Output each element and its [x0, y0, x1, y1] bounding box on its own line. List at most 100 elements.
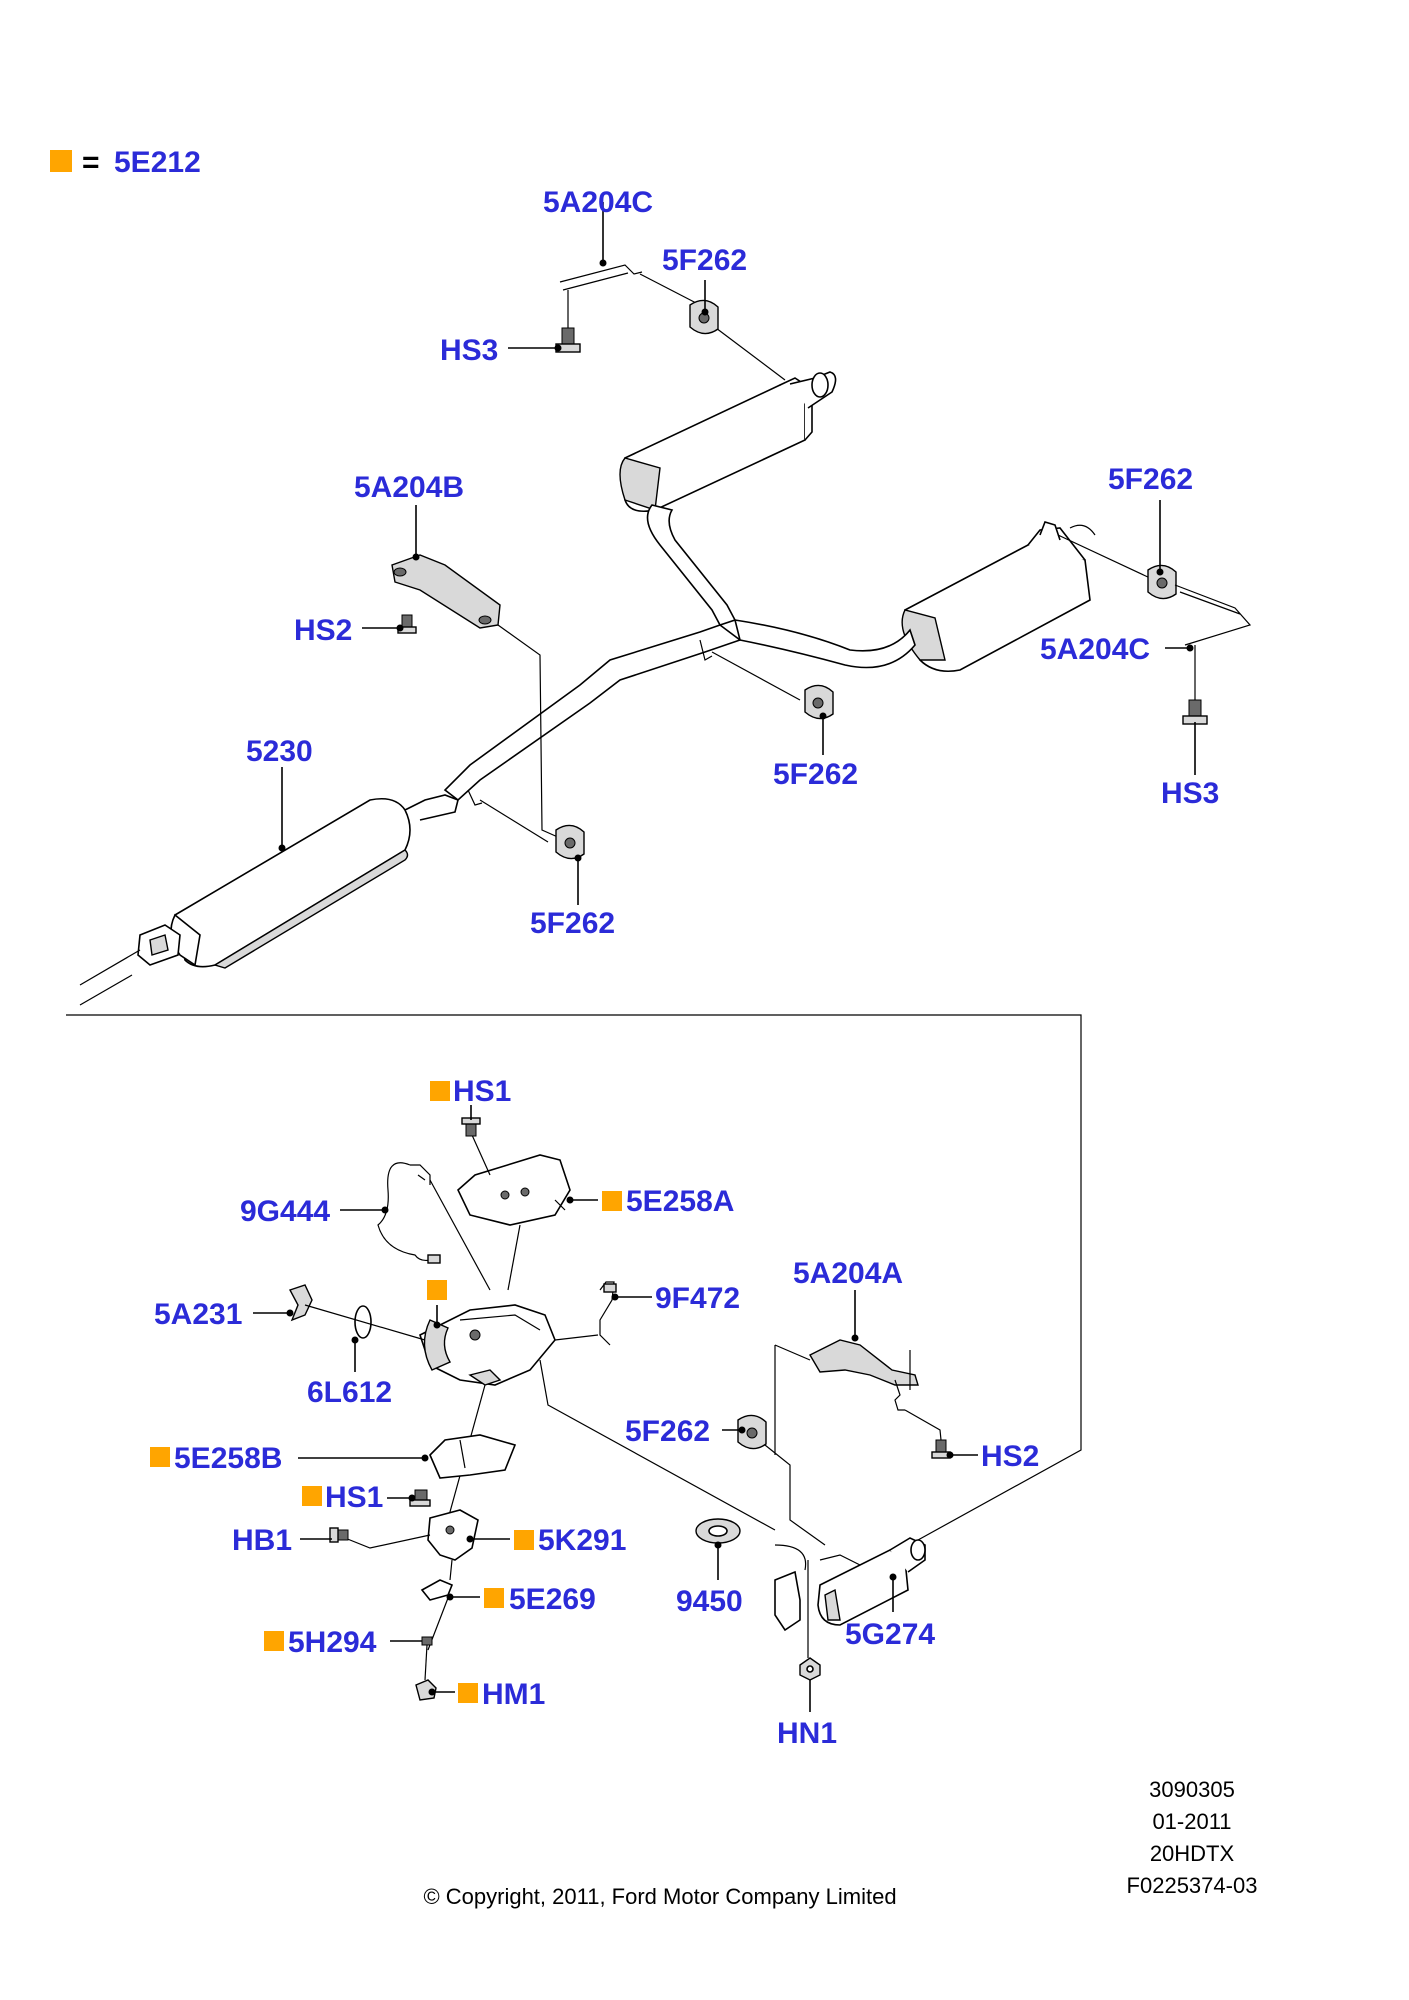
- label-hs3-right[interactable]: HS3: [1161, 777, 1219, 810]
- label-5e258a[interactable]: 5E258A: [626, 1185, 734, 1218]
- leader-shield-to-manifold: [507, 1224, 521, 1291]
- pipe-junction-to-front-muffler: [443, 624, 742, 802]
- stud-5h294: [421, 1636, 433, 1646]
- label-5e269[interactable]: 5E269: [509, 1583, 596, 1616]
- label-hn1[interactable]: HN1: [777, 1717, 837, 1750]
- leader-hanger-rod-to-insulator: [639, 273, 701, 306]
- label-9f472[interactable]: 9F472: [655, 1282, 740, 1315]
- marker-5k291: [514, 1530, 534, 1550]
- label-5f262-center[interactable]: 5F262: [773, 758, 858, 791]
- label-5f262-top[interactable]: 5F262: [662, 244, 747, 277]
- hanger-rod-right: [1174, 584, 1252, 646]
- footer-ref-4: F0225374-03: [1127, 1873, 1258, 1898]
- leader-dot-5f262-right: [1156, 568, 1164, 576]
- marker-hs1-top: [430, 1081, 450, 1101]
- hanger-rod-top: [559, 264, 643, 291]
- bolt-hs3-right: [1182, 699, 1208, 725]
- label-5a204b[interactable]: 5A204B: [354, 471, 464, 504]
- leader-dot-5g274: [889, 1573, 897, 1581]
- label-9g444[interactable]: 9G444: [240, 1195, 330, 1228]
- leader-dot-hs1-lower: [408, 1494, 416, 1502]
- marker-5e258b: [150, 1447, 170, 1467]
- label-5a204c-right[interactable]: 5A204C: [1040, 633, 1150, 666]
- leader-hanger-to-front-insulator: [497, 624, 561, 839]
- marker-5h294: [264, 1631, 284, 1651]
- label-hb1[interactable]: HB1: [232, 1524, 292, 1557]
- label-5a204c-top[interactable]: 5A204C: [543, 186, 653, 219]
- leader-dot-5a204a: [851, 1334, 859, 1342]
- leader-hb1-to-bracket: [344, 1534, 431, 1549]
- leader-dot-5a204c-right: [1186, 644, 1194, 652]
- leader-junction-to-center-insulator: [711, 651, 801, 701]
- leader-hanger-5a204a: [774, 1344, 943, 1455]
- footer-ref-2: 01-2011: [1152, 1809, 1231, 1834]
- marker-hs1-lower: [302, 1486, 322, 1506]
- bolt-hs1-lower: [409, 1489, 431, 1507]
- connector-pipe-to-box: [79, 974, 133, 1006]
- leader-manifold-to-pipe: [539, 1359, 776, 1531]
- legend-equals: =: [82, 146, 100, 179]
- label-5f262-right[interactable]: 5F262: [1108, 463, 1193, 496]
- label-hs1-top[interactable]: HS1: [453, 1075, 511, 1108]
- insulator-center: [804, 684, 834, 720]
- insulator-front: [555, 824, 585, 860]
- label-5f262-lower[interactable]: 5F262: [625, 1415, 710, 1448]
- leader-dot-5k291: [466, 1535, 474, 1543]
- gasket-9450: [695, 1518, 741, 1544]
- pipe-junction-to-right-muffler: [733, 619, 916, 669]
- leader-sensor-to-manifold: [429, 1179, 491, 1291]
- clip-5e269: [420, 1579, 454, 1601]
- leader-dot-5a204b: [412, 553, 420, 561]
- leader-dot-5f262-top: [701, 308, 709, 316]
- label-5f262-front[interactable]: 5F262: [530, 907, 615, 940]
- label-5a231[interactable]: 5A231: [154, 1298, 242, 1331]
- catalytic-converter: [419, 1304, 556, 1386]
- leader-dot-5a204c-top: [599, 259, 607, 267]
- oxygen-sensor-9f472: [599, 1281, 617, 1346]
- leader-dot-hm1: [428, 1688, 436, 1696]
- label-5k291[interactable]: 5K291: [538, 1524, 626, 1557]
- footer-copyright: © Copyright, 2011, Ford Motor Company Li…: [423, 1884, 896, 1909]
- leader-clamp-to-manifold: [304, 1304, 426, 1341]
- marker-5e269: [484, 1588, 504, 1608]
- leader-dot-5e258a: [566, 1196, 574, 1204]
- leader-dot-5a231: [286, 1309, 294, 1317]
- leader-dot-manifold-marker: [433, 1321, 441, 1329]
- marker-hm1: [458, 1683, 478, 1703]
- front-muffler-5230: [170, 789, 549, 969]
- label-hs3-top[interactable]: HS3: [440, 334, 498, 367]
- bolt-hb1: [329, 1527, 349, 1543]
- label-hs2-lower[interactable]: HS2: [981, 1440, 1039, 1473]
- footer-ref-3: 20HDTX: [1150, 1841, 1235, 1866]
- leader-dot-5f262-center: [819, 712, 827, 720]
- legend-code[interactable]: 5E212: [114, 146, 201, 179]
- leader-dot-5230: [278, 844, 286, 852]
- label-6l612[interactable]: 6L612: [307, 1376, 392, 1409]
- leader-dot-5e269: [446, 1593, 454, 1601]
- label-hs1-lower[interactable]: HS1: [325, 1481, 383, 1514]
- label-5230[interactable]: 5230: [246, 735, 313, 768]
- label-hm1[interactable]: HM1: [482, 1678, 545, 1711]
- leader-dot-hs2-lower: [946, 1451, 954, 1459]
- marker-5e258a: [602, 1191, 622, 1211]
- leader-dot-9g444: [381, 1206, 389, 1214]
- label-5a204a[interactable]: 5A204A: [793, 1257, 903, 1290]
- insulator-lower: [737, 1414, 767, 1450]
- leader-dot-5f262-front: [574, 854, 582, 862]
- label-5e258b[interactable]: 5E258B: [174, 1442, 282, 1475]
- hanger-5a204a: [809, 1339, 919, 1411]
- pipe-bend-lower: [774, 1544, 807, 1571]
- leader-dot-hs2-left: [396, 624, 404, 632]
- label-5h294[interactable]: 5H294: [288, 1626, 377, 1659]
- leader-insulator-to-resonator: [764, 1444, 826, 1546]
- heat-shield-5e258b: [429, 1434, 517, 1479]
- label-hs2-left[interactable]: HS2: [294, 614, 352, 647]
- bolt-hs3-top: [555, 327, 581, 353]
- pipe-left-muffler-to-junction: [646, 504, 737, 626]
- clamp-5a231: [288, 1284, 313, 1322]
- insulator-top: [689, 299, 719, 335]
- leader-right-muffler-to-insulator: [1057, 534, 1151, 579]
- legend-marker: [50, 150, 72, 172]
- label-5g274[interactable]: 5G274: [845, 1618, 935, 1651]
- label-9450[interactable]: 9450: [676, 1585, 743, 1618]
